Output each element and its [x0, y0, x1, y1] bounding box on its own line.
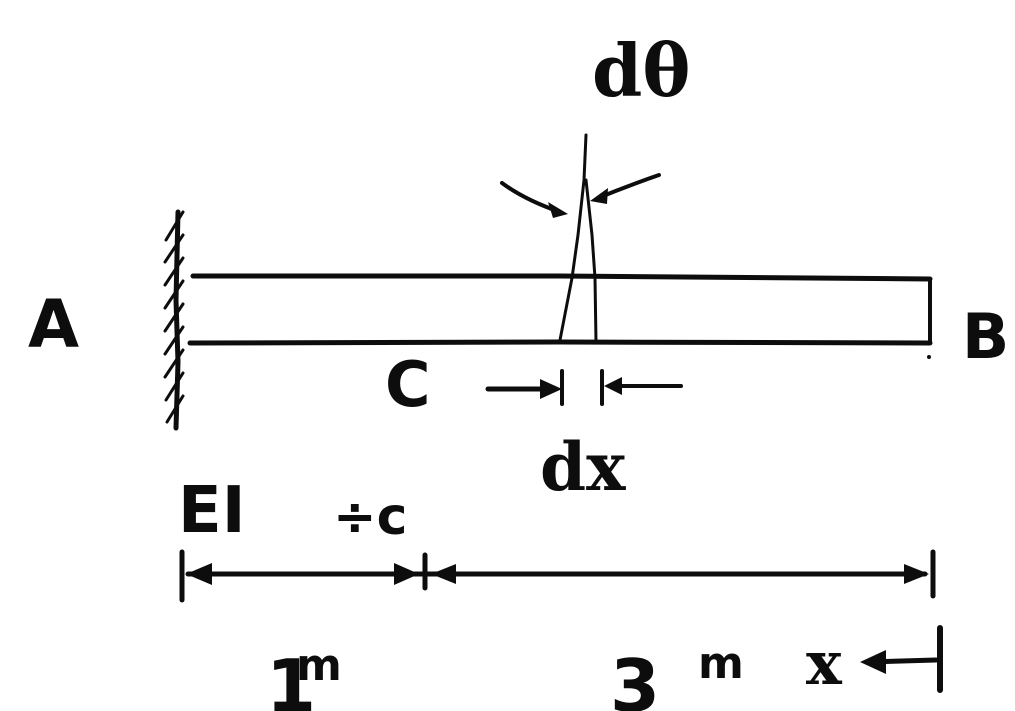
point-c-label: C: [385, 348, 431, 421]
point-a-label: A: [28, 286, 79, 363]
section-lines: [558, 133, 598, 344]
dim-left-value: 1: [266, 644, 316, 711]
dim-right-unit: m: [698, 638, 744, 689]
point-b-label: B: [962, 300, 1009, 373]
dimension-line: [179, 549, 936, 603]
x-axis-marker: [860, 625, 943, 693]
ei-value-label: ÷c: [333, 487, 407, 547]
dx-label: dx: [540, 428, 626, 506]
dx-arrows: [485, 369, 683, 406]
beam: [187, 273, 933, 359]
ei-label: EI: [178, 474, 246, 548]
dtheta-label: dθ: [592, 28, 690, 113]
dim-right-value: 3: [610, 644, 660, 711]
dtheta-arrows: [500, 173, 661, 218]
fixed-support: [163, 209, 185, 431]
dim-left-unit: m: [296, 640, 342, 691]
x-axis-label: x: [806, 629, 843, 699]
